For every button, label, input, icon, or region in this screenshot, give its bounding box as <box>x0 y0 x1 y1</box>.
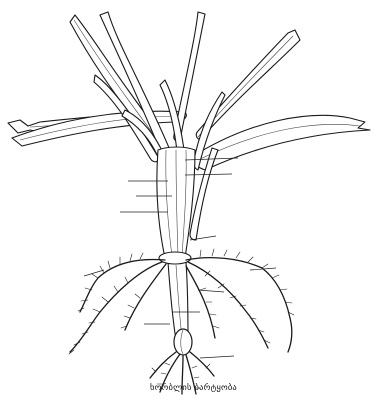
stem-base <box>157 147 195 340</box>
pointer-9 <box>198 290 224 292</box>
figure-caption: ხორბლის ბარტყობა <box>0 383 387 393</box>
leaf-right-long <box>190 115 370 170</box>
pointer-12 <box>200 356 234 358</box>
tillering-node <box>159 252 191 264</box>
seed-grain <box>174 329 192 355</box>
